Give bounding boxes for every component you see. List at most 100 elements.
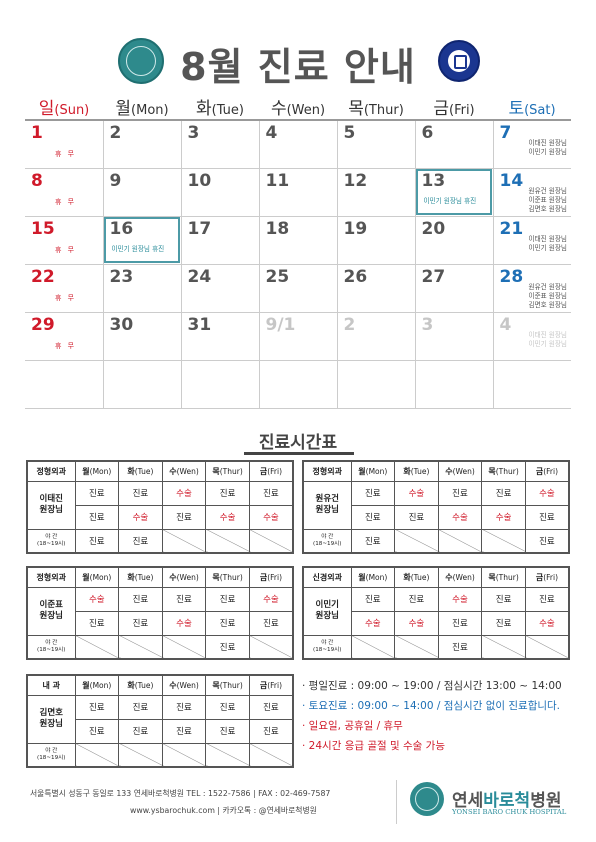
calendar-day: 6 xyxy=(414,120,494,169)
schedule-cell-surgery: 수술 xyxy=(394,480,439,506)
day-mon: 월(Mon) xyxy=(74,566,120,588)
day-tue: 화(Tue) xyxy=(394,566,439,588)
day-mon: 월(Mon) xyxy=(350,566,396,588)
schedule-cell: 진료 xyxy=(205,480,250,506)
note-weekday-hours: · 평일진료 : 09:00 ~ 19:00 / 점심시간 13:00 ~ 14… xyxy=(302,680,562,692)
schedule-cell-surgery: 수술 xyxy=(394,610,439,636)
weekday-thu: 목(Thur) xyxy=(337,92,415,121)
calendar-day: 24 xyxy=(180,263,260,313)
schedule-table-leetaejin: 정형외과 월(Mon) 화(Tue) 수(Wen) 목(Thur) 금(Fri)… xyxy=(26,460,294,554)
day-mon: 월(Mon) xyxy=(350,460,396,482)
day-tue: 화(Tue) xyxy=(118,674,163,696)
schedule-cell-surgery: 수술 xyxy=(481,504,526,530)
schedule-table-leejunpyo: 정형외과 월(Mon) 화(Tue) 수(Wen) 목(Thur) 금(Fri)… xyxy=(26,566,294,660)
calendar-day: 30 xyxy=(102,311,182,361)
schedule-cell: 진료 xyxy=(481,610,526,636)
weekday-wed: 수(Wen) xyxy=(259,92,337,121)
schedule-title: 진료시간표 xyxy=(258,433,338,453)
calendar-day: 17 xyxy=(180,215,260,265)
calendar-day: 12 xyxy=(336,167,416,217)
hospital-name-en: YONSEI BARO CHUK HOSPITAL xyxy=(452,808,567,816)
day-thu: 목(Thur) xyxy=(205,566,250,588)
schedule-cell-none xyxy=(161,528,207,554)
hours-notes: · 평일진료 : 09:00 ~ 19:00 / 점심시간 13:00 ~ 14… xyxy=(302,676,562,756)
schedule-cell-none xyxy=(394,634,439,660)
calendar-day: 11 xyxy=(258,167,338,217)
schedule-cell-surgery: 수술 xyxy=(524,610,570,636)
schedule-cell-none xyxy=(74,742,120,768)
schedule-cell: 진료 xyxy=(118,586,163,612)
schedule-cell-surgery: 수술 xyxy=(74,586,120,612)
schedule-cell: 진료 xyxy=(74,528,120,554)
day-fri: 금(Fri) xyxy=(524,460,570,482)
schedule-cell-none xyxy=(205,528,250,554)
schedule-cell-none xyxy=(118,634,163,660)
day-fri: 금(Fri) xyxy=(524,566,570,588)
footer-address: 서울특별시 성동구 동일로 133 연세바로척병원 TEL : 1522-758… xyxy=(30,789,331,798)
schedule-cell: 진료 xyxy=(437,634,483,660)
schedule-header-row: 정형외과 월(Mon) 화(Tue) 수(Wen) 목(Thur) 금(Fri) xyxy=(26,460,294,482)
weekday-fri: 금(Fri) xyxy=(415,92,493,121)
calendar-day: 4 xyxy=(258,120,338,169)
day-thu: 목(Thur) xyxy=(481,460,526,482)
schedule-cell-none xyxy=(161,634,207,660)
day-tue: 화(Tue) xyxy=(394,460,439,482)
page-title: 8월 진료 안내 xyxy=(180,45,416,89)
schedule-cell-surgery: 수술 xyxy=(161,480,207,506)
schedule-cell: 진료 xyxy=(118,694,163,720)
calendar-day: 23 xyxy=(102,263,182,313)
schedule-cell: 진료 xyxy=(394,586,439,612)
schedule-cell-none xyxy=(248,528,294,554)
calendar-day-next-month: 3 xyxy=(414,311,494,361)
schedule-cell-surgery: 수술 xyxy=(118,504,163,530)
day-wed: 수(Wen) xyxy=(161,674,207,696)
calendar-day: 20 xyxy=(414,215,494,265)
schedule-cell: 진료 xyxy=(481,586,526,612)
schedule-header-row: 신경외과 월(Mon) 화(Tue) 수(Wen) 목(Thur) 금(Fri) xyxy=(302,566,570,588)
schedule-cell-surgery: 수술 xyxy=(205,504,250,530)
calendar-day: 18 xyxy=(258,215,338,265)
calendar-day-next-month: 2 xyxy=(336,311,416,361)
schedule-cell: 진료 xyxy=(205,718,250,744)
day-thu: 목(Thur) xyxy=(205,460,250,482)
dept-label: 정형외과 xyxy=(26,460,76,482)
calendar-day-empty xyxy=(102,359,182,409)
schedule-cell: 진료 xyxy=(74,504,120,530)
schedule-cell: 진료 xyxy=(248,694,294,720)
schedule-cell: 진료 xyxy=(248,610,294,636)
schedule-cell: 진료 xyxy=(524,504,570,530)
schedule-cell-none xyxy=(481,528,526,554)
schedule-cell: 진료 xyxy=(248,480,294,506)
schedule-header-row: 정형외과 월(Mon) 화(Tue) 수(Wen) 목(Thur) 금(Fri) xyxy=(26,566,294,588)
schedule-cell-surgery: 수술 xyxy=(248,504,294,530)
schedule-cell: 진료 xyxy=(437,610,483,636)
day-wed: 수(Wen) xyxy=(437,460,483,482)
schedule-cell: 진료 xyxy=(74,718,120,744)
calendar-day: 5 xyxy=(336,120,416,169)
day-wed: 수(Wen) xyxy=(161,566,207,588)
calendar-day: 31 xyxy=(180,311,260,361)
schedule-cell: 진료 xyxy=(161,718,207,744)
schedule-cell: 진료 xyxy=(437,480,483,506)
schedule-cell-none xyxy=(524,634,570,660)
calendar-day: 26 xyxy=(336,263,416,313)
schedule-cell: 진료 xyxy=(350,480,396,506)
night-label: 야 간(18~19시) xyxy=(26,742,76,768)
schedule-cell-none xyxy=(118,742,163,768)
schedule-cell: 진료 xyxy=(481,480,526,506)
